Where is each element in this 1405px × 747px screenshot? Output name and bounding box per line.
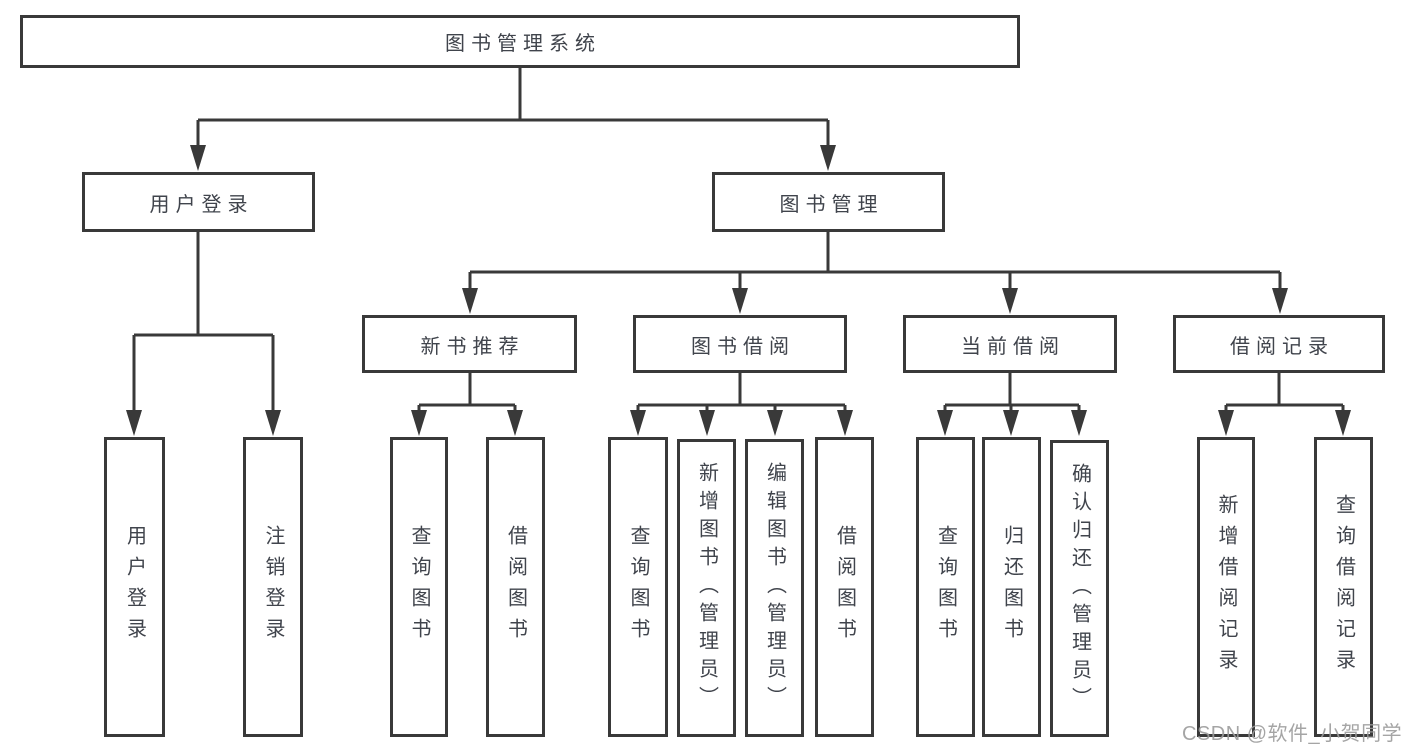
node-label: 图书管理系统: [445, 33, 601, 55]
node-user-login: 用户登录: [104, 437, 165, 737]
node-user-login-group: 用户登录: [82, 172, 315, 232]
node-query-books-current: 查询图书: [916, 437, 975, 737]
node-label: 当前借阅: [961, 335, 1065, 358]
node-borrowing-records: 借阅记录: [1173, 315, 1385, 373]
node-add-borrow-record: 新增借阅记录: [1197, 437, 1255, 737]
node-borrow-books-recommend: 借阅图书: [486, 437, 545, 737]
node-book-management: 图书管理: [712, 172, 945, 232]
node-label: 确认归还（管理员）: [1068, 462, 1091, 715]
node-label: 编辑图书（管理员）: [763, 462, 786, 714]
node-label: 查询图书: [408, 525, 430, 649]
node-library-management-system: 图书管理系统: [20, 15, 1020, 68]
node-label: 注销登录: [262, 525, 284, 649]
node-borrow-books: 借阅图书: [815, 437, 874, 737]
node-label: 新增图书（管理员）: [695, 462, 718, 714]
node-query-books-recommend: 查询图书: [390, 437, 448, 737]
node-label: 用户登录: [123, 525, 146, 649]
csdn-watermark: CSDN @软件_小贺同学: [1182, 723, 1403, 745]
node-query-borrow-record: 查询借阅记录: [1314, 437, 1373, 737]
node-label: 新增借阅记录: [1215, 494, 1237, 680]
node-label: 查询图书: [627, 525, 649, 649]
node-label: 归还图书: [1000, 525, 1023, 649]
node-label: 用户登录: [149, 193, 254, 216]
node-label: 新书推荐: [420, 335, 525, 358]
node-logout: 注销登录: [243, 437, 303, 737]
connector-paths: [132, 68, 1345, 414]
arrowheads: [126, 145, 1351, 436]
node-query-books-borrow: 查询图书: [608, 437, 668, 737]
node-edit-book-admin: 编辑图书（管理员）: [745, 439, 804, 737]
node-return-books: 归还图书: [982, 437, 1041, 737]
node-book-borrowing: 图书借阅: [633, 315, 847, 373]
node-label: 借阅图书: [833, 525, 856, 649]
node-new-book-recommend: 新书推荐: [362, 315, 577, 373]
node-current-borrowing: 当前借阅: [903, 315, 1117, 373]
node-label: 图书借阅: [691, 335, 795, 358]
node-label: 查询图书: [934, 525, 957, 649]
node-add-book-admin: 新增图书（管理员）: [677, 439, 736, 737]
node-label: 查询借阅记录: [1332, 494, 1355, 680]
node-label: 图书管理: [779, 193, 884, 216]
node-confirm-return-admin: 确认归还（管理员）: [1050, 440, 1109, 737]
node-label: 借阅记录: [1230, 335, 1334, 358]
node-label: 借阅图书: [504, 525, 527, 649]
